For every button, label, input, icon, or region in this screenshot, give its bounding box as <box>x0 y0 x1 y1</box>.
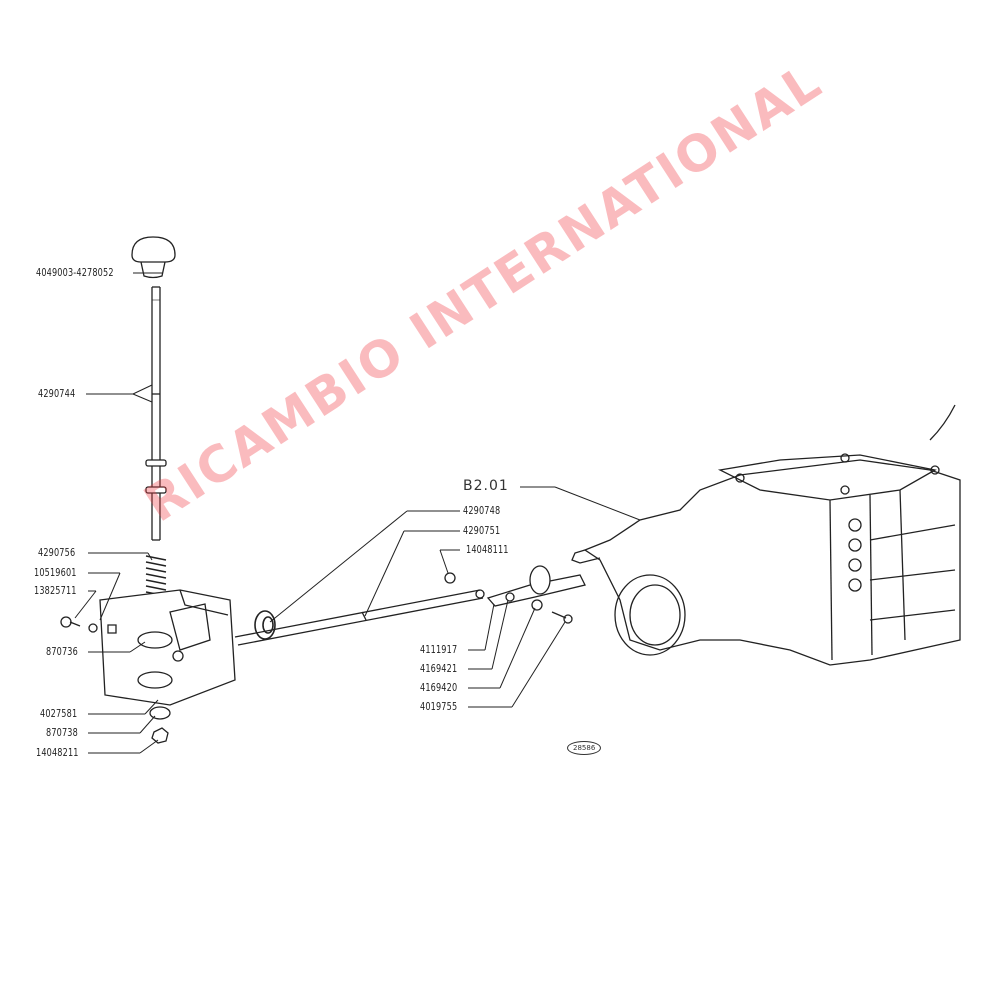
part-label-upper-bush: 870736 <box>46 645 78 658</box>
part-label-spring: 4290756 <box>38 546 76 559</box>
selector-rod-drawing <box>235 590 484 645</box>
part-label-rod-nut: 14048111 <box>466 543 509 556</box>
rod-nut-drawing <box>445 573 455 583</box>
part-label-bracket-bolt-a: 10519601 <box>34 566 77 579</box>
part-label-lever: 4290744 <box>38 387 76 400</box>
gear-lever-drawing <box>146 287 166 540</box>
part-label-link-plate: 4111917 <box>420 643 458 656</box>
reference-code-label: B2.01 <box>463 478 509 494</box>
part-label-knob: 4049003-4278052 <box>36 266 114 279</box>
part-label-bracket-bolt-b: 13825711 <box>34 584 77 597</box>
part-label-clevis-bolt: 4019755 <box>420 700 458 713</box>
part-label-washer-a: 4169421 <box>420 662 458 675</box>
part-label-rod-sleeve: 4290751 <box>463 524 501 537</box>
small-bolt-drawing <box>61 617 80 627</box>
part-label-nut: 14048211 <box>36 746 79 759</box>
lever-bracket-drawing <box>89 590 235 705</box>
lower-cup-drawing <box>150 707 170 719</box>
figure-number-badge: 28586 <box>567 741 602 755</box>
part-label-lower-cup: 4027581 <box>40 707 78 720</box>
seal-ring-drawing <box>255 611 275 639</box>
leader-lines <box>75 273 640 753</box>
part-label-rod: 4290748 <box>463 504 501 517</box>
gear-knob-drawing <box>132 237 175 278</box>
part-label-lower-bush: 870738 <box>46 726 78 739</box>
clevis-bolt-drawing <box>552 612 572 623</box>
clevis-link-drawing <box>488 566 585 610</box>
nut-drawing <box>152 728 168 743</box>
gearbox-drawing <box>572 405 960 665</box>
part-label-washer-b: 4169420 <box>420 681 458 694</box>
